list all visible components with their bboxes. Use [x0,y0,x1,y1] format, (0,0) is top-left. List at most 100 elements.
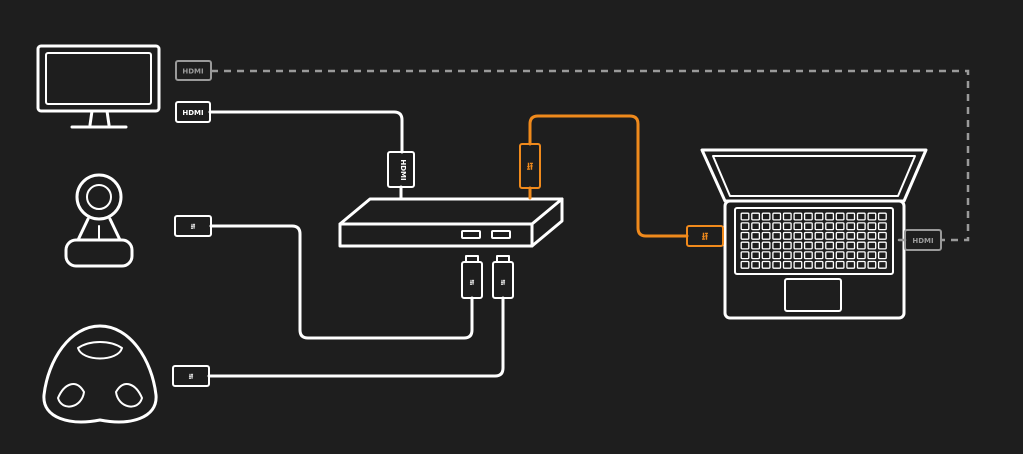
keyboard-key [793,222,803,231]
usb-cable-camera-hub: ⭿ ⭿ [174,215,483,340]
keyboard-key [825,222,835,231]
keyboard-key [825,251,835,260]
hdmi-label-monitor-top: HDMI [182,68,203,76]
usb-label-camera: ⭿ [191,223,196,231]
keyboard-key [877,222,887,231]
keyboard-key [772,260,782,269]
keyboard-key [740,260,750,269]
keyboard-key [803,241,813,250]
keyboard-key [825,231,835,240]
keyboard-key [867,241,877,250]
keyboard-key [782,222,792,231]
keyboard-key [740,241,750,250]
keyboard-key [803,222,813,231]
usb-cable-speakerphone-hub: ⭿ ⭿ [172,255,514,387]
keyboard-key [814,231,824,240]
keyboard-key [856,212,866,221]
keyboard-key [846,212,856,221]
keyboard-key [835,231,845,240]
keyboard-key [814,241,824,250]
keyboard-key [846,231,856,240]
keyboard-key [877,231,887,240]
keyboard-key [856,241,866,250]
keyboard-key [856,222,866,231]
keyboard-key [867,251,877,260]
laptop-icon [700,148,928,320]
keyboard-keys [740,212,887,269]
keyboard-key [856,260,866,269]
keyboard-key [835,212,845,221]
ptz-camera-icon [64,173,134,268]
keyboard-key [782,241,792,250]
usb-label-speakerphone: ⭿ [189,373,194,381]
usb-label-hub-top: ⭿ [527,162,534,173]
keyboard-key [877,241,887,250]
keyboard-key [772,231,782,240]
keyboard-key [761,222,771,231]
keyboard-key [825,212,835,221]
keyboard-key [793,251,803,260]
keyboard-key [772,222,782,231]
keyboard-key [761,260,771,269]
keyboard-key [772,212,782,221]
hdmi-label-monitor-bottom: HDMI [182,109,203,117]
hdmi-cable-monitor-hub: HDMI HDMI [175,101,415,201]
keyboard-key [803,251,813,260]
usb-label-laptop: ⭿ [702,232,709,243]
keyboard-key [867,231,877,240]
keyboard-key [740,212,750,221]
keyboard-key [803,212,813,221]
keyboard-key [814,251,824,260]
keyboard-key [803,231,813,240]
keyboard-key [877,260,887,269]
keyboard-key [751,251,761,260]
keyboard-key [867,260,877,269]
keyboard-key [793,231,803,240]
keyboard-key [835,251,845,260]
hdmi-cable-monitor-laptop: HDMI HDMI [175,60,970,251]
hdmi-label-hub: HDMI [399,159,407,180]
keyboard-key [835,222,845,231]
keyboard-key [782,251,792,260]
keyboard-key [751,241,761,250]
keyboard-key [825,260,835,269]
keyboard-key [761,231,771,240]
keyboard-key [782,231,792,240]
keyboard-key [740,222,750,231]
keyboard-key [740,231,750,240]
keyboard-key [835,260,845,269]
keyboard-key [740,251,750,260]
keyboard-key [867,212,877,221]
keyboard-key [877,212,887,221]
keyboard-key [846,241,856,250]
keyboard-key [825,241,835,250]
keyboard-key [814,222,824,231]
keyboard-key [793,212,803,221]
keyboard-key [751,231,761,240]
speakerphone-icon [42,324,158,424]
keyboard-key [772,251,782,260]
keyboard-key [751,222,761,231]
keyboard-key [846,222,856,231]
keyboard-key [751,260,761,269]
keyboard-key [814,260,824,269]
keyboard-key [751,212,761,221]
keyboard-key [761,212,771,221]
keyboard-key [835,241,845,250]
keyboard-key [846,251,856,260]
keyboard-key [782,260,792,269]
usb-label-hub-left: ⭿ [470,279,475,287]
keyboard-key [793,241,803,250]
monitor-icon [36,44,161,129]
keyboard-key [846,260,856,269]
keyboard-key [761,251,771,260]
keyboard-key [793,260,803,269]
keyboard-key [867,222,877,231]
keyboard-key [761,241,771,250]
usb-label-hub-right: ⭿ [501,279,506,287]
keyboard-key [856,231,866,240]
keyboard-key [814,212,824,221]
usb-cable-hub-laptop: ⭿ ⭿ [519,114,724,247]
keyboard-key [782,212,792,221]
